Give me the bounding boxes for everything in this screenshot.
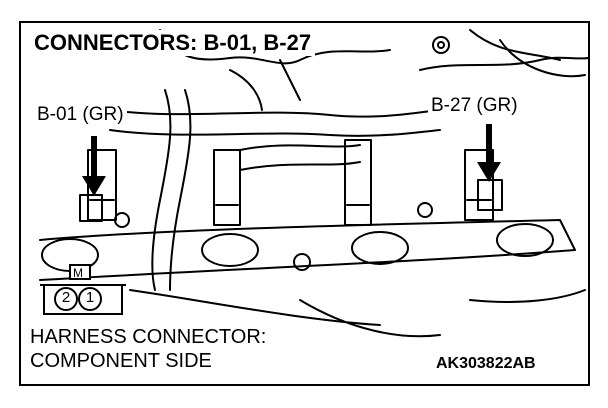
port-2 <box>201 233 259 267</box>
caption-line-1: HARNESS CONNECTOR: <box>30 326 267 348</box>
connector-b01 <box>79 194 103 222</box>
pin-number-1: 1 <box>85 289 95 306</box>
connector-label-b27: B-27 (GR) <box>428 95 521 117</box>
engine-contour-top <box>159 29 391 65</box>
wire-harness <box>419 56 589 71</box>
injector-caps <box>89 199 492 206</box>
arrow-b27 <box>477 124 501 182</box>
throttle-link <box>229 59 301 111</box>
arrow-b01 <box>82 136 106 196</box>
hose-upper <box>109 109 441 118</box>
bolt-left <box>114 212 130 228</box>
injector-4 <box>464 149 494 221</box>
manifold-outline <box>39 219 576 281</box>
hose-upper-inner <box>109 129 441 137</box>
injector-2 <box>213 149 241 226</box>
manifold-lower <box>129 289 586 338</box>
connector-face-symbol <box>40 264 126 315</box>
caption-line-2: COMPONENT SIDE <box>30 350 212 372</box>
injector-3 <box>344 139 372 226</box>
port-4 <box>496 223 554 257</box>
port-3 <box>351 231 409 265</box>
port-stud <box>293 253 311 271</box>
bolt-top-inner <box>437 41 445 49</box>
pin-number-2: 2 <box>61 289 71 306</box>
bolt-right <box>417 202 433 218</box>
figure-code: AK303822AB <box>436 355 536 372</box>
connector-key-label: M <box>73 266 83 280</box>
connector-b27 <box>477 179 503 211</box>
figure-title: CONNECTORS: B-01, B-27 <box>30 30 316 56</box>
hose-left <box>151 89 172 291</box>
bolt-top <box>432 36 450 54</box>
hose-middle-inner <box>239 161 361 171</box>
engine-contour-right <box>469 29 586 78</box>
hose-middle <box>239 144 361 151</box>
figure-border <box>19 21 590 386</box>
hose-left-inner <box>169 89 192 291</box>
connector-label-b01: B-01 (GR) <box>34 104 127 126</box>
